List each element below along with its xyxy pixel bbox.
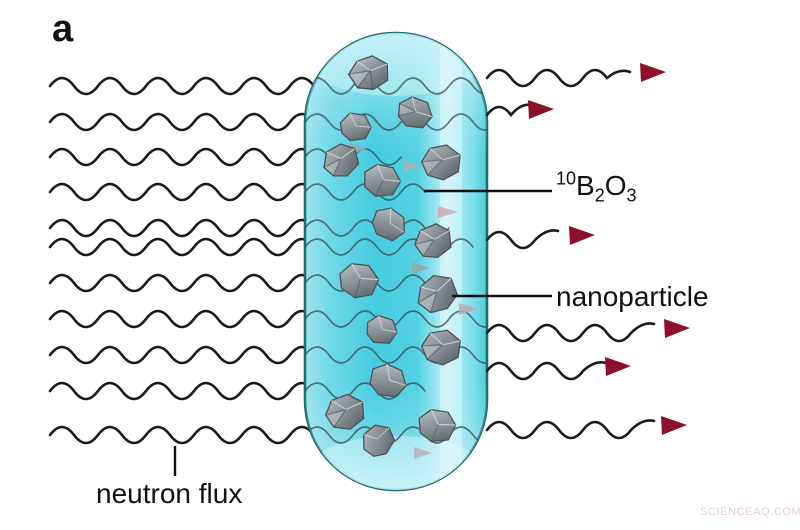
nanoparticle (414, 223, 452, 259)
nanoparticle (362, 424, 396, 457)
b2o3-element-o: O (604, 170, 627, 201)
b2o3-label: 10B2O3 (556, 168, 637, 205)
neutron-flux-label: neutron flux (96, 478, 243, 509)
nanoparticle (421, 329, 462, 366)
nanoparticle (323, 143, 360, 177)
absorbed-neutron-arrows (349, 143, 479, 459)
nanoparticle-group (323, 55, 462, 457)
nanoparticle (420, 144, 461, 181)
nanoparticle (417, 274, 458, 314)
nanoparticle (418, 409, 457, 443)
nanoparticle (366, 314, 398, 344)
b2o3-element-b: B (576, 170, 595, 201)
transmitted-neutron-waves (485, 63, 690, 440)
nanoparticle (364, 163, 402, 197)
panel-label: a (52, 8, 74, 50)
watermark: SCIENCEAQ.COM (700, 506, 800, 518)
nanoparticle (339, 263, 380, 299)
b2o3-superscript-10: 10 (556, 168, 577, 189)
nanoparticle (325, 393, 365, 430)
nanoparticle (347, 55, 389, 91)
b2o3-subscript-3: 3 (626, 185, 637, 206)
nanoparticle (369, 363, 407, 398)
transmitted-arrowheads (528, 63, 690, 435)
b2o3-subscript-2: 2 (594, 185, 605, 206)
callout-leader-lines (173, 189, 552, 476)
nanoparticle-label: nanoparticle (556, 281, 709, 312)
nanoparticle (397, 96, 433, 129)
nanoparticle (371, 207, 406, 242)
incoming-neutron-waves (48, 76, 316, 445)
nanoparticle (339, 112, 372, 142)
